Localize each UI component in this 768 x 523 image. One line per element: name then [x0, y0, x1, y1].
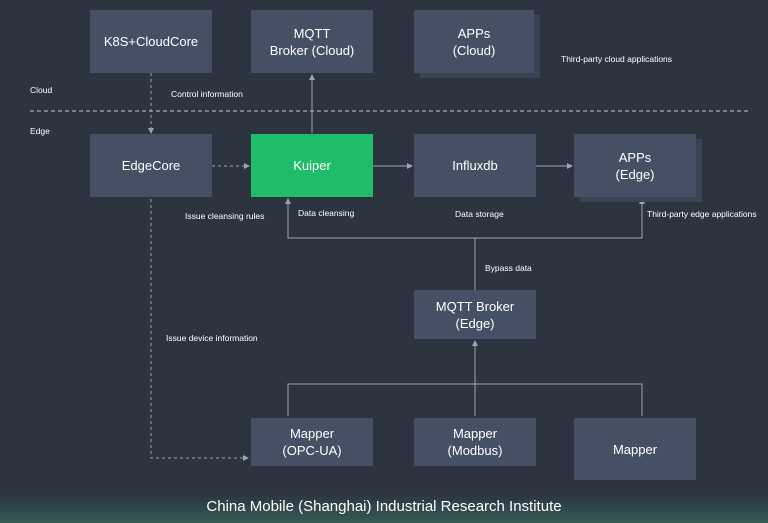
- box-apps-edge: APPs (Edge): [574, 134, 696, 197]
- zone-label-edge: Edge: [30, 126, 50, 136]
- arrow-edgecore-to-mapper-opcua: [150, 199, 249, 461]
- label-issue-device-information: Issue device information: [166, 333, 258, 343]
- box-apps-cloud: APPs (Cloud): [414, 10, 534, 73]
- box-mapper-opcua: Mapper (OPC-UA): [251, 418, 373, 466]
- label-bypass-data: Bypass data: [485, 263, 532, 273]
- box-edgecore: EdgeCore: [90, 134, 212, 197]
- zone-label-cloud: Cloud: [30, 85, 53, 95]
- box-mqtt-broker-edge: MQTT Broker (Edge): [414, 290, 536, 339]
- box-mapper-modbus: Mapper (Modbus): [414, 418, 536, 466]
- box-mqtt-broker-cloud: MQTT Broker (Cloud): [251, 10, 373, 73]
- label-third-party-edge: Third-party edge applications: [647, 209, 757, 219]
- box-kuiper: Kuiper: [251, 134, 373, 197]
- box-influxdb: Influxdb: [414, 134, 536, 197]
- mapper-bus: [287, 383, 643, 416]
- footer-institute: China Mobile (Shanghai) Industrial Resea…: [206, 498, 562, 515]
- label-issue-cleansing-rules: Issue cleansing rules: [185, 211, 265, 221]
- bypass-bus: [287, 222, 643, 239]
- footer-glow: [0, 493, 768, 523]
- box-mapper: Mapper: [574, 418, 696, 480]
- label-control-information: Control information: [171, 89, 243, 99]
- box-k8s-cloudcore: K8S+CloudCore: [90, 10, 212, 73]
- label-data-cleansing: Data cleansing: [298, 208, 355, 218]
- label-data-storage: Data storage: [455, 209, 504, 219]
- label-third-party-cloud: Third-party cloud applications: [561, 54, 673, 64]
